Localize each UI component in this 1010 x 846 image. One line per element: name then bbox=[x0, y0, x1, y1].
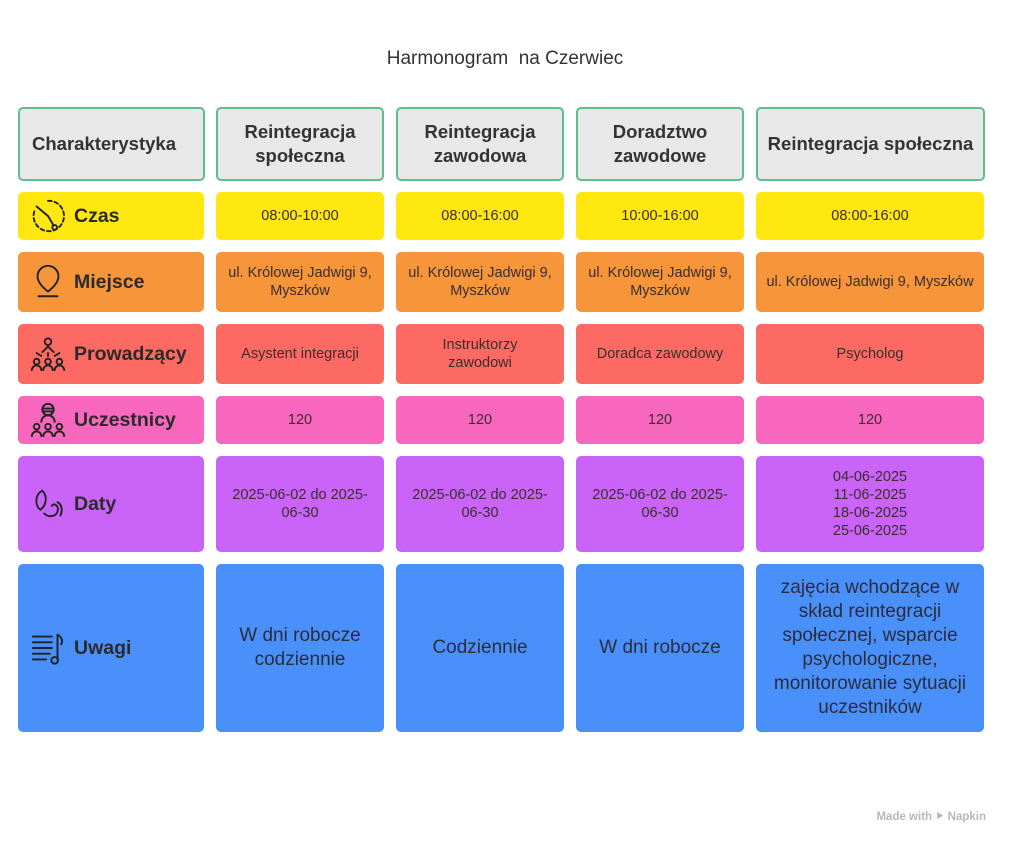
header-col-2: Reintegracja zawodowa bbox=[396, 107, 564, 181]
row-label-prowadzacy: Prowadzący bbox=[18, 324, 204, 384]
cell-uczestnicy-1: 120 bbox=[216, 396, 384, 444]
row-label-text: Prowadzący bbox=[74, 343, 187, 365]
row-label-daty: Daty bbox=[18, 456, 204, 552]
cell-uczestnicy-4: 120 bbox=[756, 396, 984, 444]
cell-daty-3: 2025-06-02 do 2025-06-30 bbox=[576, 456, 744, 552]
row-label-text: Daty bbox=[74, 493, 117, 515]
header-col-1: Reintegracja społeczna bbox=[216, 107, 384, 181]
cell-prowadzacy-2: Instruktorzy zawodowi bbox=[396, 324, 564, 384]
cell-uczestnicy-3: 120 bbox=[576, 396, 744, 444]
cell-uwagi-2: Codziennie bbox=[396, 564, 564, 732]
cell-czas-3: 10:00-16:00 bbox=[576, 192, 744, 240]
row-label-text: Czas bbox=[74, 205, 120, 227]
cell-prowadzacy-1: Asystent integracji bbox=[216, 324, 384, 384]
cell-daty-4: 04-06-2025 11-06-2025 18-06-2025 25-06-2… bbox=[756, 456, 984, 552]
cell-czas-4: 08:00-16:00 bbox=[756, 192, 984, 240]
clock-icon bbox=[28, 196, 68, 236]
cell-czas-1: 08:00-10:00 bbox=[216, 192, 384, 240]
cell-prowadzacy-3: Doradca zawodowy bbox=[576, 324, 744, 384]
cell-uwagi-4: zajęcia wchodzące w skład reintegracji s… bbox=[756, 564, 984, 732]
row-label-text: Miejsce bbox=[74, 271, 145, 293]
presenter-group-icon bbox=[28, 334, 68, 374]
page-title: Harmonogram na Czerwiec bbox=[386, 48, 624, 69]
notes-music-icon bbox=[28, 628, 68, 668]
cell-uwagi-1: W dni robocze codziennie bbox=[216, 564, 384, 732]
row-label-uwagi: Uwagi bbox=[18, 564, 204, 732]
cell-miejsce-4: ul. Królowej Jadwigi 9, Myszków bbox=[756, 252, 984, 312]
cell-uczestnicy-2: 120 bbox=[396, 396, 564, 444]
participants-icon bbox=[28, 400, 68, 440]
cell-miejsce-1: ul. Królowej Jadwigi 9, Myszków bbox=[216, 252, 384, 312]
footer-watermark: Made with ⯈ Napkin bbox=[876, 811, 986, 823]
row-label-text: Uczestnicy bbox=[74, 409, 176, 431]
cell-daty-2: 2025-06-02 do 2025-06-30 bbox=[396, 456, 564, 552]
row-label-uczestnicy: Uczestnicy bbox=[18, 396, 204, 444]
cell-czas-2: 08:00-16:00 bbox=[396, 192, 564, 240]
row-label-miejsce: Miejsce bbox=[18, 252, 204, 312]
header-col-4: Reintegracja społeczna bbox=[756, 107, 985, 181]
cell-miejsce-2: ul. Królowej Jadwigi 9, Myszków bbox=[396, 252, 564, 312]
cell-uwagi-3: W dni robocze bbox=[576, 564, 744, 732]
row-label-text: Uwagi bbox=[74, 637, 132, 659]
row-label-czas: Czas bbox=[18, 192, 204, 240]
cell-prowadzacy-4: Psycholog bbox=[756, 324, 984, 384]
header-col-3: Doradztwo zawodowe bbox=[576, 107, 744, 181]
cell-daty-1: 2025-06-02 do 2025-06-30 bbox=[216, 456, 384, 552]
location-pin-icon bbox=[28, 262, 68, 302]
header-corner: Charakterystyka bbox=[18, 107, 205, 181]
dates-icon bbox=[28, 484, 68, 524]
cell-miejsce-3: ul. Królowej Jadwigi 9, Myszków bbox=[576, 252, 744, 312]
